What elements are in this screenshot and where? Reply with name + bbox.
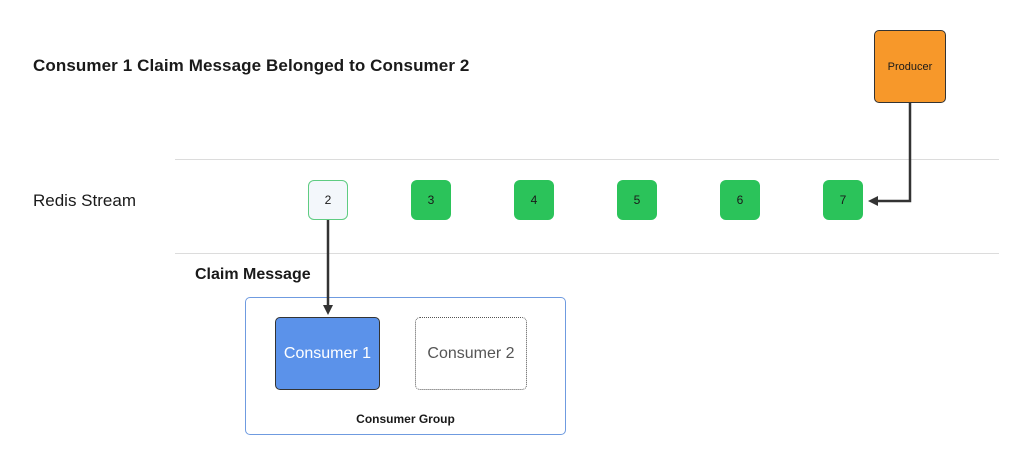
consumer-1-label: Consumer 1	[283, 344, 372, 362]
producer-node: Producer	[874, 30, 946, 103]
stream-bottom-divider	[175, 253, 999, 254]
stream-message-6-id: 6	[736, 193, 744, 207]
consumer-2-node: Consumer 2	[415, 317, 527, 390]
stream-message-6: 6	[720, 180, 760, 220]
stream-message-5: 5	[617, 180, 657, 220]
stream-message-3-id: 3	[427, 193, 435, 207]
claim-message-label: Claim Message	[195, 266, 311, 283]
redis-stream-label: Redis Stream	[33, 191, 136, 210]
stream-message-7-id: 7	[839, 193, 847, 207]
stream-message-5-id: 5	[633, 193, 641, 207]
stream-message-2: 2	[308, 180, 348, 220]
stream-message-4: 4	[514, 180, 554, 220]
stream-message-4-id: 4	[530, 193, 538, 207]
stream-message-3: 3	[411, 180, 451, 220]
consumer-group-label: Consumer Group	[356, 412, 455, 426]
consumer-1-node: Consumer 1	[275, 317, 380, 390]
diagram-title: Consumer 1 Claim Message Belonged to Con…	[33, 56, 470, 75]
stream-message-2-id: 2	[324, 193, 332, 207]
consumer-2-label: Consumer 2	[427, 344, 515, 362]
stream-top-divider	[175, 159, 999, 160]
stream-message-7: 7	[823, 180, 863, 220]
producer-label: Producer	[887, 60, 933, 73]
producer-to-stream-arrow	[868, 103, 912, 206]
